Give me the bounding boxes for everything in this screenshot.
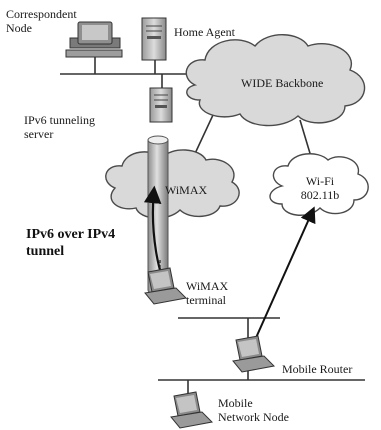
laptop-icon (144, 267, 188, 305)
wifi-cloud-label: Wi-Fi 802.11b (300, 174, 340, 202)
laptop-icon (232, 335, 276, 373)
wifi-cloud (269, 153, 369, 216)
tunneling-server-label: IPv6 tunneling server (24, 113, 95, 141)
desktop-computer-icon (65, 21, 123, 58)
server-tower-icon (141, 17, 167, 61)
wimax-cloud-label: WiMAX (165, 183, 208, 197)
laptop-icon (170, 391, 214, 429)
correspondent-node-label: Correspondent Node (6, 7, 77, 35)
server-tower-icon (149, 87, 173, 123)
tunnel-label: IPv6 over IPv4 tunnel (26, 227, 116, 259)
wide-backbone-label: WIDE Backbone (241, 76, 324, 90)
mobile-network-node-label: Mobile Network Node (218, 396, 289, 424)
wimax-cloud (105, 149, 240, 219)
wifi-arrow (254, 206, 316, 341)
home-agent-label: Home Agent (174, 25, 235, 39)
mobile-router-label: Mobile Router (282, 362, 353, 376)
wide-backbone-cloud (185, 34, 366, 127)
wimax-terminal-label: WiMAX terminal (186, 279, 229, 307)
